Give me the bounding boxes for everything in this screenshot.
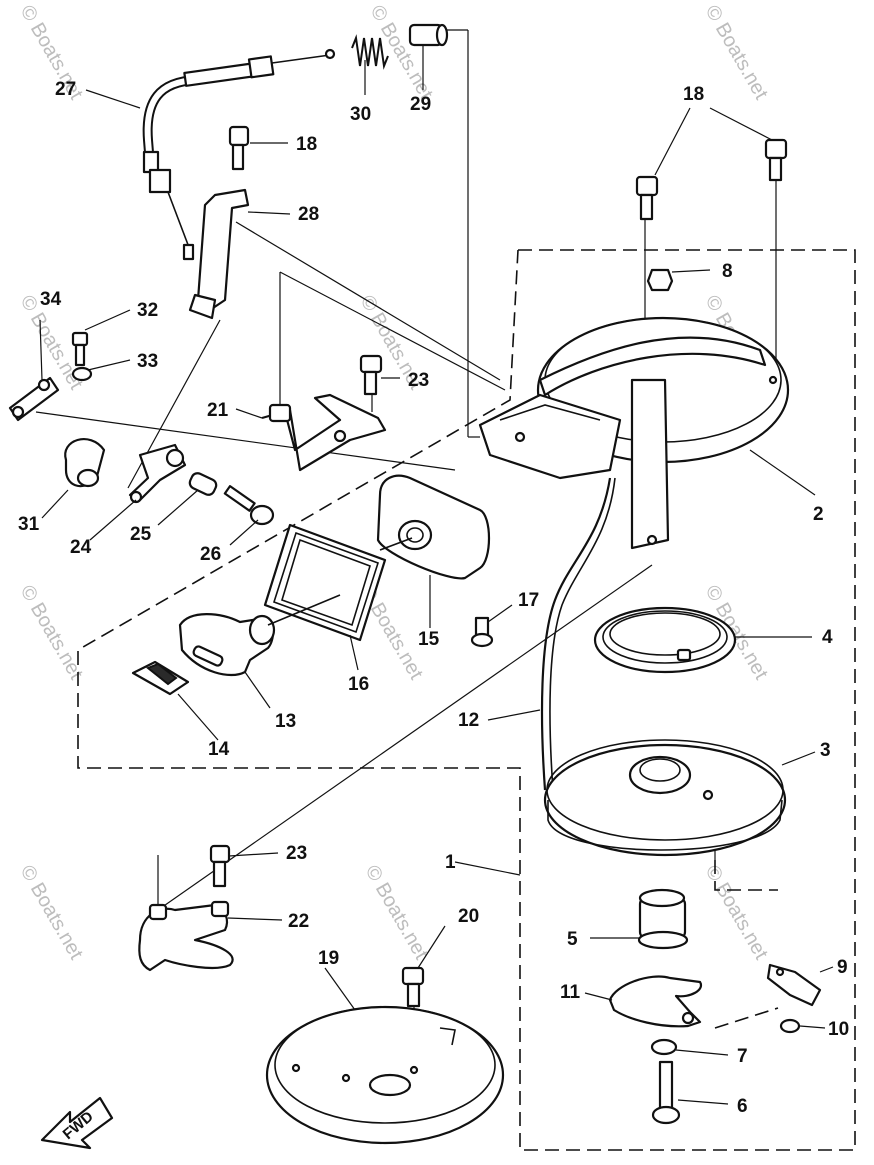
- callout-22: 22: [288, 911, 309, 932]
- part-23-bolt-upper: [359, 354, 383, 396]
- callout-33: 33: [137, 351, 158, 372]
- watermark: © Boats.net: [701, 2, 773, 104]
- part-25-collar: [188, 472, 218, 496]
- callout-6: 6: [737, 1096, 748, 1117]
- part-29-pin: [408, 23, 449, 47]
- part-7-washer: [650, 1038, 678, 1056]
- watermark: © Boats.net: [16, 862, 88, 964]
- callout-25: 25: [130, 524, 152, 545]
- dashed-boundaries: [77, 249, 856, 1151]
- part-28-bracket: [188, 188, 250, 320]
- callout-19: 19: [318, 948, 339, 969]
- watermark: © Boats.net: [366, 2, 438, 104]
- callout-13: 13: [275, 711, 296, 732]
- callout-30: 30: [350, 104, 371, 125]
- part-9-pawl: [766, 963, 822, 1007]
- fwd-arrow-icon: FWD: [40, 1096, 114, 1150]
- callout-28: 28: [298, 204, 319, 225]
- callout-34: 34: [40, 289, 62, 310]
- part-4-spring: [593, 606, 737, 674]
- callout-32: 32: [137, 300, 158, 321]
- part-20-bolt: [401, 966, 425, 1008]
- callout-23: 23: [408, 370, 429, 391]
- callout-14: 14: [208, 739, 230, 760]
- callout-21: 21: [207, 400, 229, 421]
- part-12-rope: [540, 477, 616, 791]
- part-22-bracket: [138, 900, 234, 972]
- callout-9: 9: [837, 957, 848, 978]
- part-23-bolt-lower: [209, 844, 231, 888]
- callout-labels: 27 30 29 18 28 18 8 34 32 33 23 21 2 31 …: [18, 79, 849, 1117]
- part-14-insert: [131, 660, 190, 696]
- callout-5: 5: [567, 929, 578, 950]
- watermark: © Boats.net: [16, 2, 88, 104]
- part-30-spring: [351, 34, 389, 70]
- callout-12: 12: [458, 710, 479, 731]
- callout-31: 31: [18, 514, 40, 535]
- callout-3: 3: [820, 740, 831, 761]
- part-2-housing: [478, 316, 790, 550]
- callout-29: 29: [410, 94, 431, 115]
- part-5-bushing: [637, 888, 689, 950]
- callout-7: 7: [737, 1046, 748, 1067]
- part-8-nut: [646, 268, 674, 292]
- part-13-handle: [178, 594, 341, 677]
- part-11-clip: [608, 975, 703, 1028]
- callout-27: 27: [55, 79, 76, 100]
- watermark: © Boats.net: [16, 582, 88, 684]
- watermark: © Boats.net: [701, 862, 773, 964]
- callout-8: 8: [722, 261, 733, 282]
- callout-18: 18: [683, 84, 704, 105]
- callout-17: 17: [518, 590, 539, 611]
- part-26-bolt: [223, 485, 275, 526]
- callout-11: 11: [560, 982, 581, 1003]
- part-6-bolt: [651, 1060, 681, 1125]
- part-16-seal: [263, 523, 387, 642]
- callout-16: 16: [348, 674, 369, 695]
- callout-23: 23: [286, 843, 307, 864]
- part-10-clip: [779, 1018, 801, 1034]
- part-15-guide: [376, 474, 490, 580]
- part-17-bolt: [470, 616, 494, 648]
- part-3-pulley: [543, 739, 787, 857]
- callout-18: 18: [296, 134, 317, 155]
- callout-15: 15: [418, 629, 440, 650]
- part-24-lever: [128, 443, 187, 504]
- part-18-bolts: [228, 125, 788, 221]
- callout-leaders: [39, 46, 834, 1105]
- watermark: © Boats.net: [361, 862, 433, 964]
- callout-4: 4: [822, 627, 833, 648]
- callout-24: 24: [70, 537, 92, 558]
- part-21-bracket: [261, 393, 387, 472]
- part-19-plate: [265, 1005, 505, 1145]
- part-27-cable: [142, 48, 336, 261]
- callout-2: 2: [813, 504, 824, 525]
- part-31-34-linkage: [8, 331, 106, 488]
- callout-10: 10: [828, 1019, 849, 1040]
- callout-26: 26: [200, 544, 221, 565]
- callout-20: 20: [458, 906, 479, 927]
- callout-1: 1: [445, 852, 456, 873]
